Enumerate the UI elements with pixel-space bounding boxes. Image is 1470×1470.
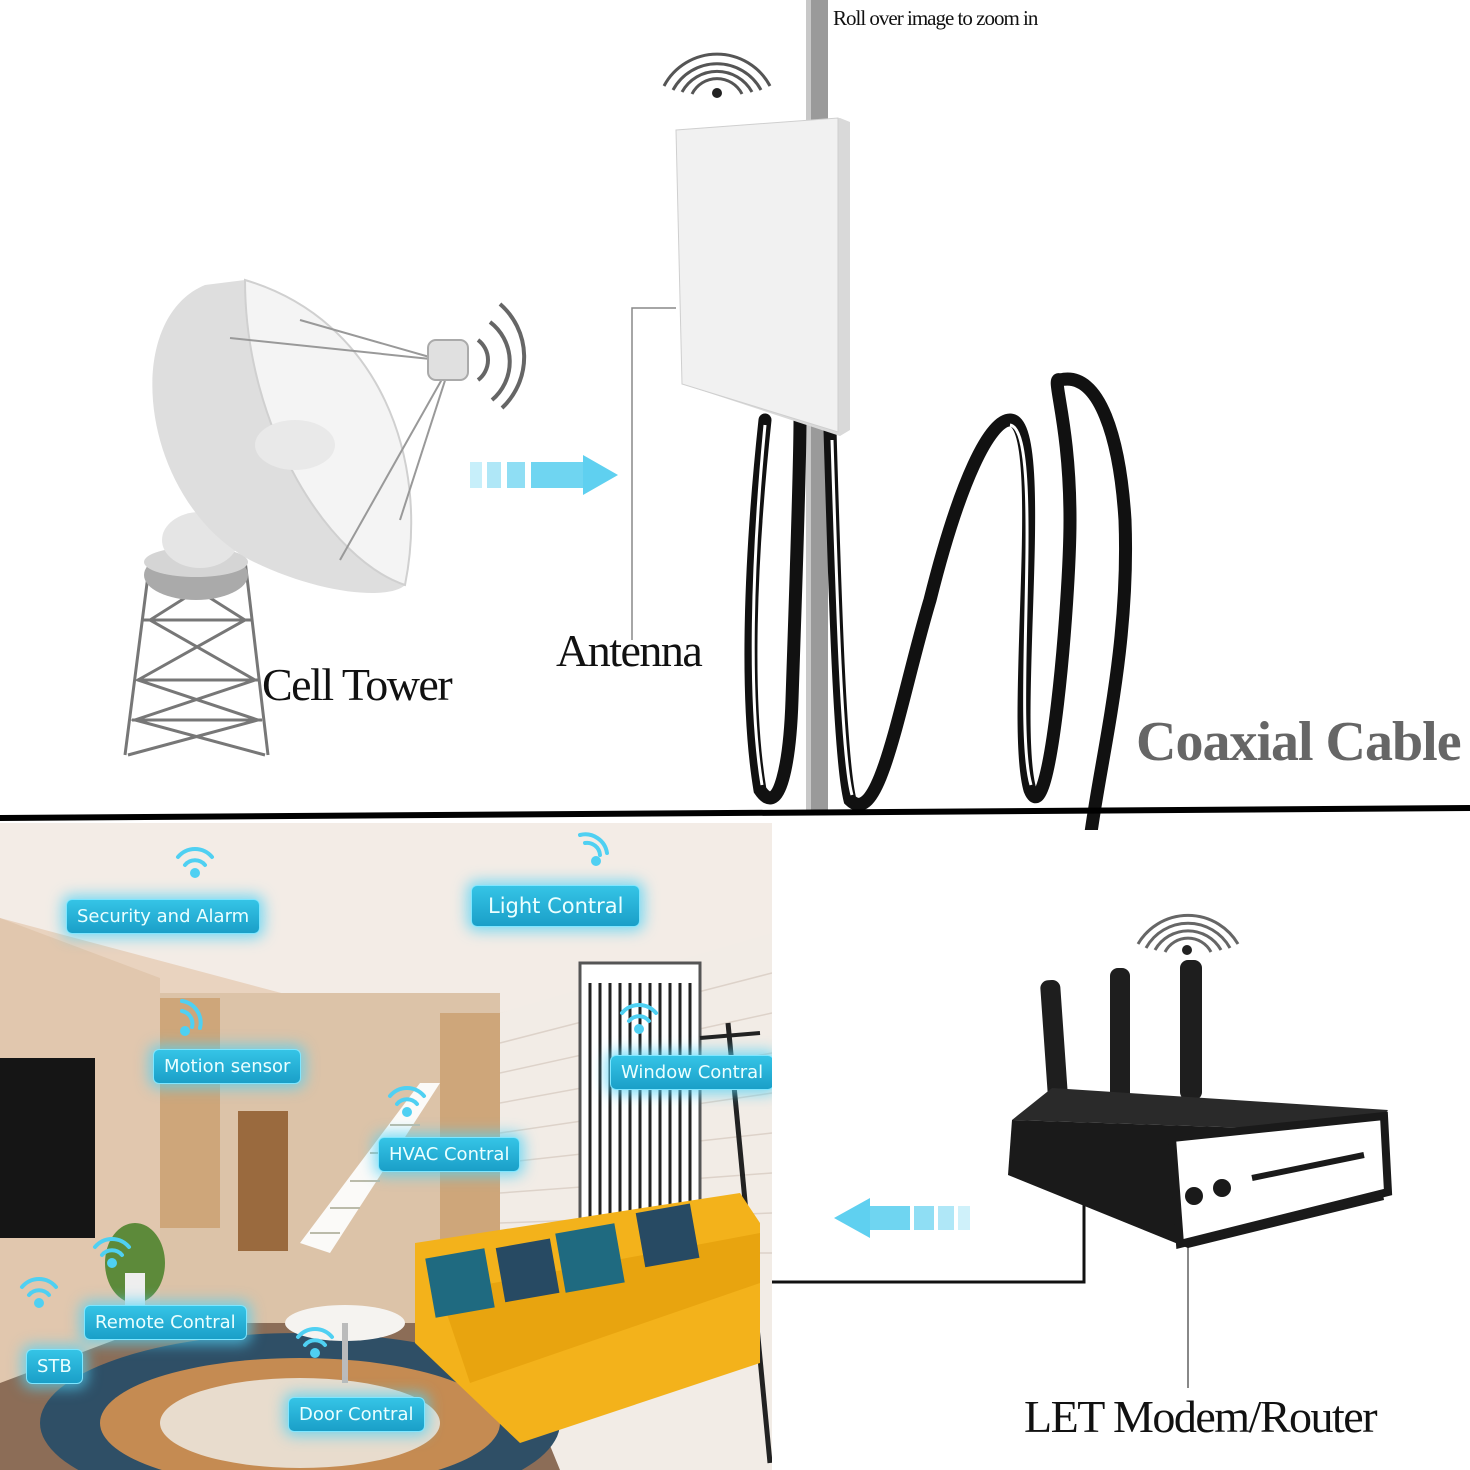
- tag-light-control: Light Contral: [471, 885, 641, 927]
- coaxial-cable: [744, 372, 1133, 830]
- router-antennas: [1040, 960, 1202, 1108]
- cell-tower-icon: [123, 278, 527, 757]
- router-wifi-icon: [1136, 913, 1240, 955]
- wifi-icon-remote: [93, 1236, 131, 1268]
- label-coaxial-cable: Coaxial Cable: [1136, 711, 1462, 773]
- signal-arrow-left: [834, 1198, 970, 1238]
- tag-security-and-alarm: Security and Alarm: [66, 899, 261, 934]
- label-cell-tower: Cell Tower: [262, 659, 453, 710]
- wifi-icon-light: [578, 832, 609, 866]
- top-diagram: [0, 0, 1470, 830]
- label-modem-router: LET Modem/Router: [1024, 1391, 1378, 1442]
- tag-motion-sensor: Motion sensor: [153, 1049, 302, 1084]
- wifi-icon-security: [176, 846, 214, 878]
- wifi-icon-window: [620, 1002, 658, 1034]
- router-diagram: [772, 913, 1393, 1388]
- label-antenna: Antenna: [556, 625, 703, 676]
- wifi-icon-motion: [180, 999, 203, 1036]
- section-divider: [0, 805, 1470, 821]
- wifi-icon-door: [296, 1326, 334, 1358]
- tag-hvac-control: HVAC Contral: [378, 1137, 521, 1172]
- tag-stb: STB: [26, 1349, 83, 1384]
- tag-remote-control: Remote Contral: [84, 1305, 247, 1340]
- antenna-wifi-icon: [662, 52, 772, 98]
- wifi-icon-hvac: [388, 1085, 426, 1117]
- wifi-icon-stb: [20, 1276, 58, 1308]
- router-body: [1008, 1088, 1393, 1250]
- sofa: [415, 1193, 760, 1443]
- tag-door-control: Door Contral: [288, 1397, 425, 1432]
- smart-home-room-image: Security and Alarm Light Contral Motion …: [0, 823, 772, 1470]
- signal-arrow-right: [470, 455, 618, 495]
- zoom-hint-text: Roll over image to zoom in: [833, 6, 1038, 30]
- tag-window-control: Window Contral: [610, 1055, 772, 1090]
- antenna-panel: [675, 117, 850, 436]
